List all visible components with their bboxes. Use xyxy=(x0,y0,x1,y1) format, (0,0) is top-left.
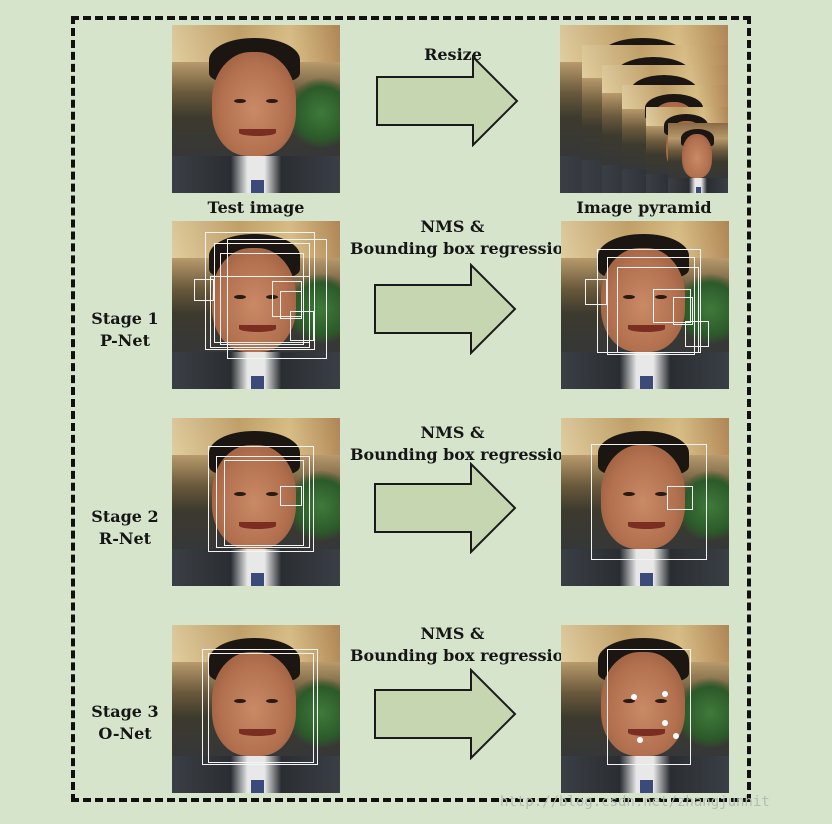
stage-1-nms-label: NMS & xyxy=(420,217,485,236)
candidate-box xyxy=(667,486,693,510)
landmark-mouth-left xyxy=(637,737,643,743)
stage-3-nms-label: NMS & xyxy=(420,624,485,643)
candidate-box xyxy=(673,297,693,325)
candidate-box xyxy=(290,311,314,341)
candidate-box xyxy=(653,289,691,323)
image-pyramid xyxy=(560,25,728,193)
stage-1-output-image xyxy=(561,221,729,389)
candidate-box xyxy=(202,649,318,765)
stage-3-label: Stage 3 xyxy=(91,702,159,721)
candidate-box xyxy=(205,232,315,350)
final-box xyxy=(607,649,691,765)
landmark-left-eye xyxy=(631,694,637,700)
candidate-box xyxy=(617,267,699,353)
stage-1-input-image xyxy=(172,221,340,389)
image-pyramid-caption: Image pyramid xyxy=(576,198,712,217)
stage-2-output-image xyxy=(561,418,729,586)
dashed-frame xyxy=(71,16,751,802)
stage-1-arrow xyxy=(374,263,517,355)
candidate-box xyxy=(224,460,304,546)
landmark-mouth-right xyxy=(673,733,679,739)
test-image xyxy=(172,25,340,193)
resize-arrow xyxy=(376,55,519,147)
candidate-box xyxy=(220,253,304,345)
candidate-box xyxy=(227,239,327,359)
final-box xyxy=(591,444,707,560)
candidate-box xyxy=(194,279,214,301)
landmark-nose xyxy=(662,720,668,726)
stage-1-label: Stage 1 xyxy=(91,309,159,328)
resize-label: Resize xyxy=(424,45,482,64)
stage-2-label: Stage 2 xyxy=(91,507,159,526)
stage-2-nms-label: NMS & xyxy=(420,423,485,442)
landmark-right-eye xyxy=(662,691,668,697)
candidate-box xyxy=(685,321,709,347)
candidate-box xyxy=(208,653,314,763)
watermark: http://blog.csdn.net/zhangjunhit xyxy=(500,794,770,810)
stage-3-output-image xyxy=(561,625,729,793)
candidate-box xyxy=(210,276,310,348)
stage-2-arrow xyxy=(374,462,517,554)
stage-2-net: R-Net xyxy=(98,529,152,548)
candidate-box xyxy=(216,456,310,548)
stage-2-input-image xyxy=(172,418,340,586)
candidate-box xyxy=(585,279,607,305)
candidate-box xyxy=(208,446,314,552)
stage-3-input-image xyxy=(172,625,340,793)
stage-3-regression-label: Bounding box regression xyxy=(350,646,575,665)
pyramid-level xyxy=(668,123,728,193)
stage-2-regression-label: Bounding box regression xyxy=(350,445,575,464)
candidate-box xyxy=(280,486,302,506)
stage-1-regression-label: Bounding box regression xyxy=(350,239,575,258)
stage-3-net: O-Net xyxy=(98,724,152,743)
test-image-caption: Test image xyxy=(207,198,305,217)
stage-3-arrow xyxy=(374,668,517,760)
candidate-box xyxy=(607,257,695,355)
candidate-box xyxy=(280,291,302,319)
stage-1-net: P-Net xyxy=(100,331,150,350)
